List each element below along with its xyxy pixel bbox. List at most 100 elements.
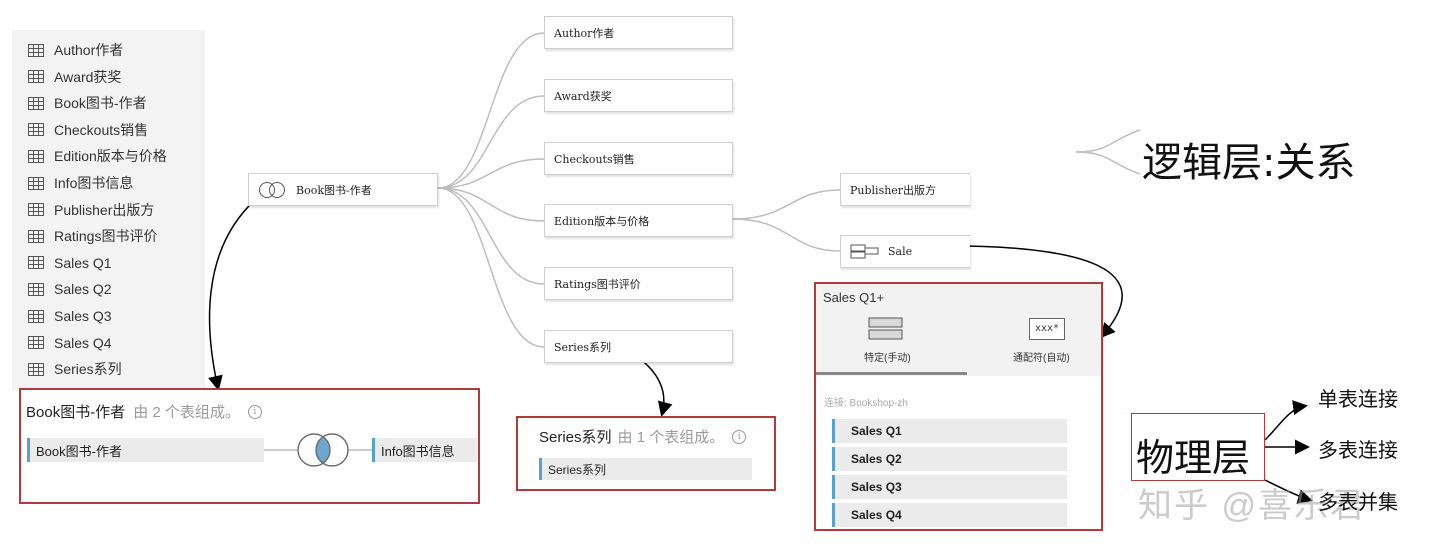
logical-node-award[interactable]: Award获奖	[544, 79, 733, 112]
table-icon	[28, 43, 44, 57]
connection-label: 连接: Bookshop-zh	[824, 398, 908, 409]
table-icon	[28, 123, 44, 137]
table-label: Series系列	[548, 462, 607, 477]
series-physical-panel: Series系列 由 1 个表组成。 i Series系列	[516, 416, 776, 491]
info-icon[interactable]: i	[247, 404, 262, 419]
join-icon[interactable]	[264, 432, 374, 468]
table-icon	[28, 309, 44, 323]
sales-table-q1[interactable]: Sales Q1	[832, 419, 1067, 443]
tab-wildcard-auto[interactable]: 通配符(自动)	[1013, 353, 1070, 364]
book-panel-title: Book图书-作者	[26, 404, 126, 421]
logical-node-edition[interactable]: Edition版本与价格	[544, 204, 733, 237]
logical-node-checkouts[interactable]: Checkouts销售	[544, 142, 733, 175]
table-label: Sales Q1	[851, 424, 902, 438]
logical-node-series[interactable]: Series系列	[544, 330, 733, 363]
table-icon	[28, 96, 44, 110]
node-label: Sale	[888, 245, 913, 258]
node-label: Checkouts销售	[554, 152, 635, 166]
table-icon	[28, 203, 44, 217]
table-icon	[28, 282, 44, 296]
table-list-item[interactable]: Author作者	[28, 38, 123, 62]
table-list-panel: Author作者 Award获奖 Book图书-作者 Checkouts销售 Editi…	[12, 30, 205, 390]
table-label: Book图书-作者	[36, 443, 122, 459]
wildcard-icon: xxx*	[1029, 318, 1065, 340]
table-list-item[interactable]: Ratings图书评价	[28, 224, 157, 248]
table-list-label: Sales Q3	[54, 308, 112, 324]
sales-table-q2[interactable]: Sales Q2	[832, 447, 1067, 471]
sales-panel-title: Sales Q1+	[823, 290, 885, 305]
table-label: Sales Q3	[851, 480, 902, 494]
table-icon	[28, 149, 44, 163]
table-list-item[interactable]: Series系列	[28, 357, 122, 381]
table-list-label: Edition版本与价格	[54, 148, 167, 165]
table-list-label: Checkouts销售	[54, 121, 149, 138]
logical-layer-label: 逻辑层:关系	[1142, 140, 1356, 186]
table-list-item[interactable]: Sales Q2	[28, 277, 112, 301]
table-list-label: Ratings图书评价	[54, 228, 158, 245]
node-label: Series系列	[554, 340, 611, 354]
multi-join-label: 多表连接	[1318, 440, 1398, 462]
table-icon	[28, 229, 44, 243]
series-panel-subtitle: 由 1 个表组成。	[617, 429, 725, 446]
book-physical-panel: Book图书-作者 由 2 个表组成。 i Book图书-作者 Info图书信息	[19, 388, 480, 504]
info-icon[interactable]: i	[732, 429, 747, 444]
table-icon	[28, 256, 44, 270]
series-table[interactable]: Series系列	[539, 458, 752, 480]
logical-node-ratings[interactable]: Ratings图书评价	[544, 267, 733, 300]
node-label: Publisher出版方	[850, 183, 937, 197]
active-tab-underline	[816, 372, 967, 375]
tab-specific-manual[interactable]: 特定(手动)	[864, 353, 911, 364]
watermark: 知乎 @喜乐君	[1138, 487, 1366, 525]
table-icon	[28, 336, 44, 350]
series-panel-title: Series系列	[539, 429, 612, 446]
logical-node-author[interactable]: Author作者	[544, 16, 733, 49]
table-list-item[interactable]: Edition版本与价格	[28, 144, 167, 168]
single-join-label: 单表连接	[1318, 389, 1398, 411]
logical-tree-lines	[437, 32, 1141, 348]
table-icon	[28, 70, 44, 84]
table-list-label: Publisher出版方	[54, 201, 155, 218]
table-list-item[interactable]: Sales Q1	[28, 251, 112, 275]
table-list-label: Author作者	[54, 42, 124, 58]
logical-node-sale[interactable]: Sale	[840, 235, 970, 268]
node-label: Ratings图书评价	[554, 277, 641, 291]
multi-union-label: 多表并集	[1318, 492, 1398, 514]
book-panel-header: Book图书-作者 由 2 个表组成。 i	[26, 401, 262, 422]
table-list-label: Info图书信息	[54, 175, 134, 191]
relationship-icon	[259, 181, 285, 198]
table-list-item[interactable]: Sales Q4	[28, 331, 112, 355]
series-panel-header: Series系列 由 1 个表组成。 i	[539, 426, 747, 447]
root-node-label: Book图书-作者	[296, 183, 372, 197]
table-list-label: Sales Q1	[54, 254, 112, 271]
table-list-item[interactable]: Checkouts销售	[28, 118, 148, 142]
table-list-label: Book图书-作者	[54, 95, 147, 112]
table-list-item[interactable]: Publisher出版方	[28, 198, 154, 222]
table-label: Sales Q4	[851, 508, 902, 522]
table-icon	[28, 362, 44, 376]
table-list-item[interactable]: Award获奖	[28, 65, 121, 89]
sales-union-panel: Sales Q1+ 特定(手动) xxx* 通配符(自动) 连接: Booksh…	[814, 282, 1103, 531]
physical-layer-box: 物理层	[1131, 413, 1265, 481]
sales-table-q4[interactable]: Sales Q4	[832, 503, 1067, 527]
table-list-label: Series系列	[54, 361, 122, 378]
sales-table-q3[interactable]: Sales Q3	[832, 475, 1067, 499]
table-list-label: Sales Q4	[54, 334, 112, 351]
node-label: Author作者	[554, 26, 615, 40]
node-label: Award获奖	[554, 89, 612, 103]
physical-layer-label: 物理层	[1136, 436, 1251, 480]
logical-root-node[interactable]: Book图书-作者	[248, 173, 438, 206]
union-icon	[850, 244, 879, 258]
table-list-item[interactable]: Book图书-作者	[28, 91, 147, 115]
book-left-table[interactable]: Book图书-作者	[27, 438, 264, 462]
specific-union-icon	[868, 317, 903, 340]
table-list-label: Sales Q2	[54, 281, 112, 298]
table-label: Sales Q2	[851, 452, 902, 466]
table-label: Info图书信息	[381, 443, 455, 459]
table-list-item[interactable]: Info图书信息	[28, 171, 133, 195]
node-label: Edition版本与价格	[554, 214, 650, 228]
table-list-item[interactable]: Sales Q3	[28, 304, 112, 328]
logical-node-publisher[interactable]: Publisher出版方	[840, 173, 970, 206]
book-panel-subtitle: 由 2 个表组成。	[133, 404, 240, 421]
table-icon	[28, 176, 44, 190]
book-right-table[interactable]: Info图书信息	[372, 438, 477, 462]
